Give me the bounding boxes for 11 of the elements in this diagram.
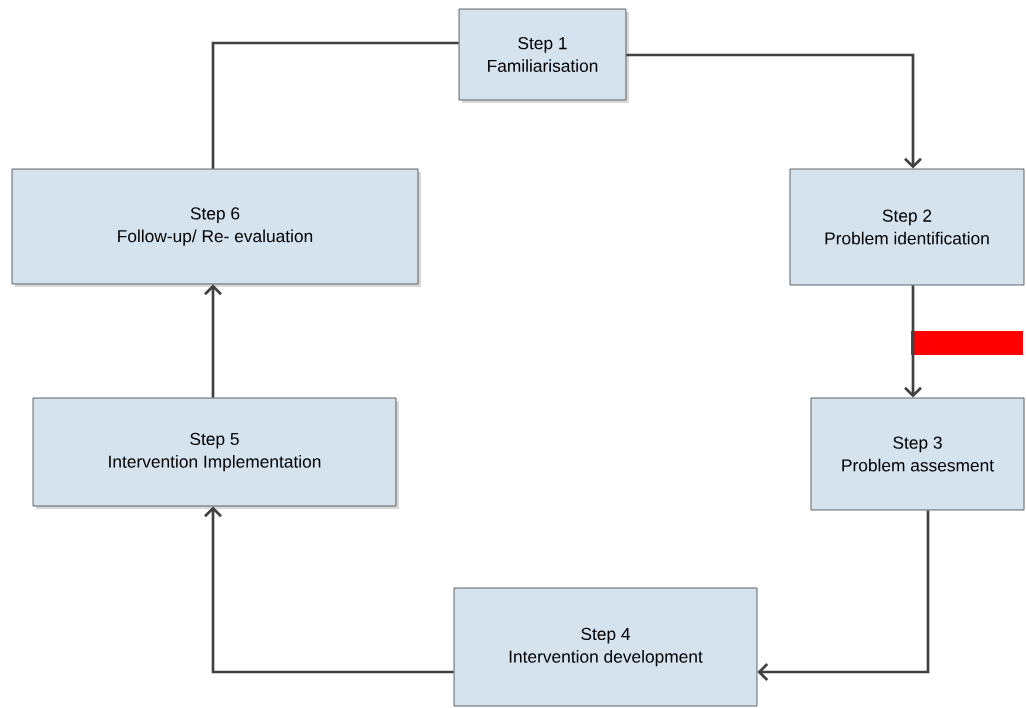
process-box: Step 1 Familiarisation xyxy=(458,8,627,101)
arrow xyxy=(904,285,922,398)
process-box: Step 2 Problem identification xyxy=(789,168,1025,286)
arrow xyxy=(204,284,222,398)
process-box: Step 3 Problem assesment xyxy=(810,397,1025,511)
process-box: Step 5 Intervention Implementation xyxy=(32,397,397,507)
arrow xyxy=(204,506,454,674)
arrow xyxy=(757,510,930,681)
process-box: Step 4 Intervention development xyxy=(453,587,758,707)
process-box: Step 6 Follow-up/ Re- evaluation xyxy=(11,168,419,285)
arrow xyxy=(626,53,922,169)
